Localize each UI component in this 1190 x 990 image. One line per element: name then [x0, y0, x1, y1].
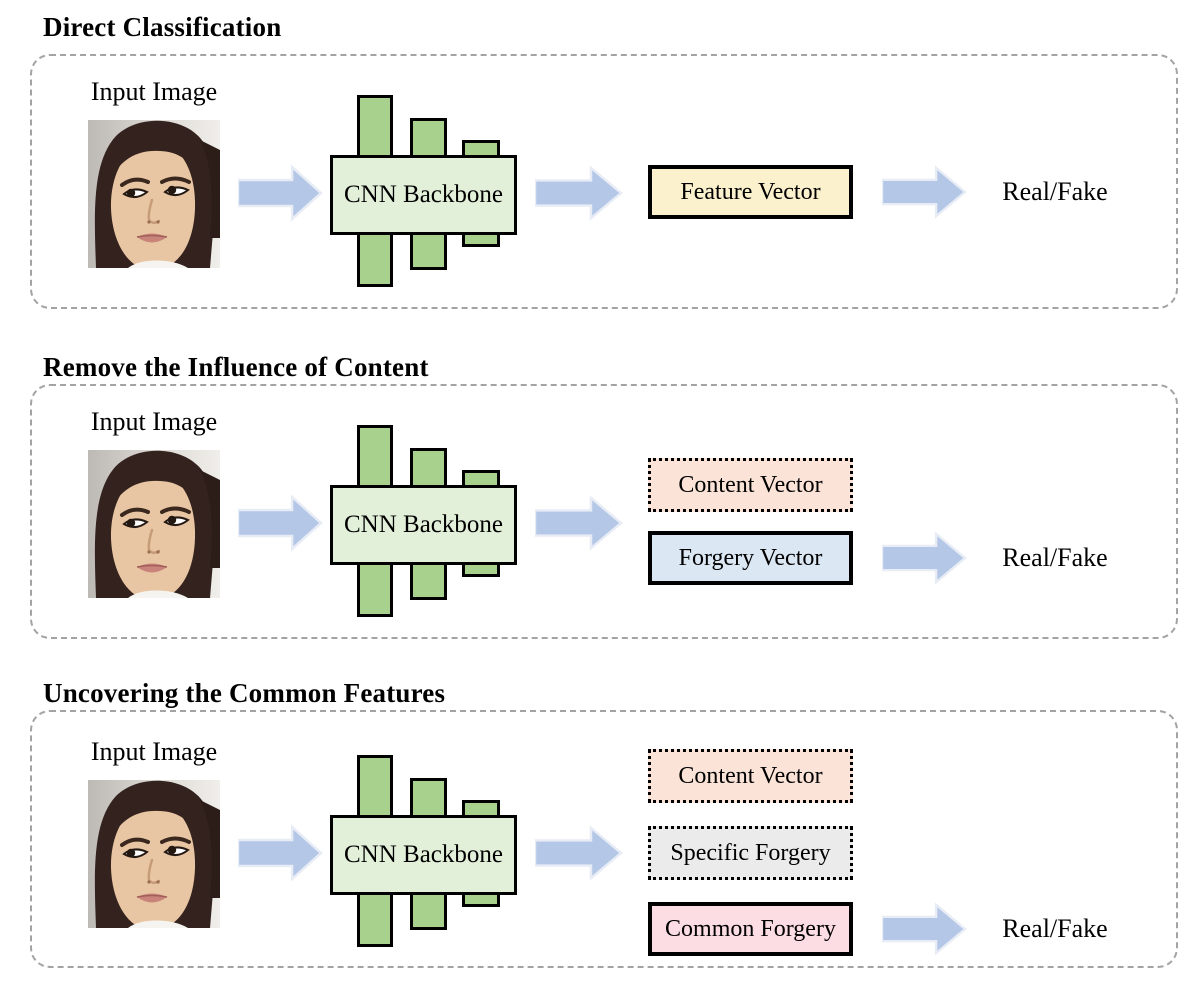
- panel-border-box: [30, 384, 1178, 639]
- input-face-photo: [88, 120, 220, 268]
- flow-arrow-icon: [535, 496, 623, 550]
- content-vector-label: Content Vector: [678, 471, 823, 498]
- content-vector-box: Content Vector: [648, 749, 853, 803]
- real-fake-label: Real/Fake: [1002, 914, 1108, 943]
- common-forgery-label: Common Forgery: [665, 915, 836, 942]
- common-forgery-box: Common Forgery: [648, 902, 853, 956]
- cnn-backbone-box: CNN Backbone: [330, 485, 517, 565]
- input-image-label: Input Image: [90, 407, 218, 436]
- input-image-label: Input Image: [90, 77, 218, 106]
- cnn-backbone-label: CNN Backbone: [344, 181, 503, 208]
- cnn-backbone-label: CNN Backbone: [344, 511, 503, 538]
- input-face-photo: [88, 450, 220, 598]
- flow-arrow-icon: [882, 903, 967, 955]
- cnn-backbone-box: CNN Backbone: [330, 155, 517, 235]
- flow-arrow-icon: [238, 825, 323, 881]
- panel-title: Uncovering the Common Features: [43, 678, 446, 708]
- feature-vector-label: Feature Vector: [680, 178, 821, 205]
- specific-forgery-label: Specific Forgery: [670, 839, 831, 866]
- panel-title: Direct Classification: [43, 12, 282, 42]
- real-fake-label: Real/Fake: [1002, 177, 1108, 206]
- cnn-backbone-box: CNN Backbone: [330, 815, 517, 895]
- flow-arrow-icon: [882, 166, 967, 218]
- input-face-photo: [88, 780, 220, 928]
- flow-arrow-icon: [535, 166, 623, 220]
- feature-vector-box: Feature Vector: [648, 165, 853, 219]
- flow-arrow-icon: [535, 826, 623, 880]
- content-vector-box: Content Vector: [648, 458, 853, 512]
- panel-direct-classification: Direct Classification Input Image CNN Ba…: [0, 0, 1190, 330]
- panel-border-box: [30, 710, 1178, 968]
- panel-title: Remove the Influence of Content: [43, 352, 429, 382]
- forgery-vector-box: Forgery Vector: [648, 531, 853, 585]
- panel-uncover-common: Uncovering the Common Features Input Ima…: [0, 660, 1190, 990]
- content-vector-label: Content Vector: [678, 762, 823, 789]
- input-image-label: Input Image: [90, 737, 218, 766]
- flow-arrow-icon: [238, 495, 323, 551]
- real-fake-label: Real/Fake: [1002, 543, 1108, 572]
- panel-remove-content: Remove the Influence of Content Input Im…: [0, 330, 1190, 660]
- panel-border-box: [30, 54, 1178, 309]
- flow-arrow-icon: [882, 532, 967, 584]
- specific-forgery-box: Specific Forgery: [648, 826, 853, 880]
- cnn-backbone-label: CNN Backbone: [344, 841, 503, 868]
- flow-arrow-icon: [238, 165, 323, 221]
- forgery-vector-label: Forgery Vector: [678, 544, 823, 571]
